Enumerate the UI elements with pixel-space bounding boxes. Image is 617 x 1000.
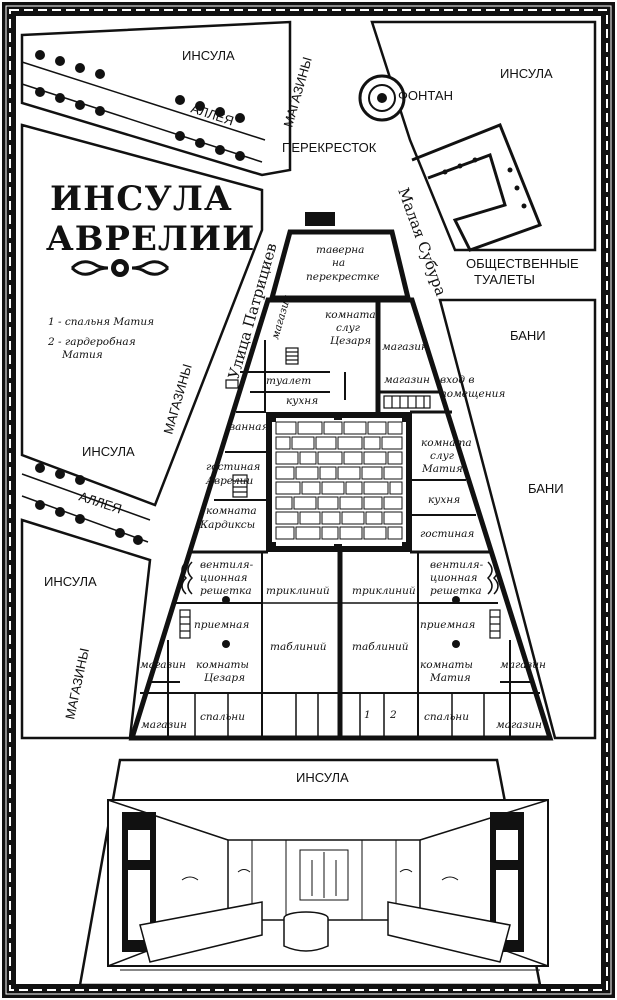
- label-toilets-line1: ОБЩЕСТВЕННЫЕ: [466, 256, 579, 271]
- room-tavern-l3: перекрестке: [306, 271, 379, 283]
- room-servants-caesar-l2: слуг: [336, 322, 361, 334]
- room-living-aurelia-l1: гостиная: [206, 461, 260, 473]
- room-shop-bottom-right: магазин: [496, 719, 542, 731]
- vent-grille-left: [181, 561, 194, 595]
- label-insula-tr: ИНСУЛА: [500, 66, 553, 81]
- label-crossroads: ПЕРЕКРЕСТОК: [282, 140, 377, 155]
- room-vent-left-l2: ционная: [200, 572, 248, 584]
- room-living-aurelia-l2: Аврелии: [205, 475, 253, 487]
- label-fountain: ФОНТАН: [398, 88, 453, 103]
- block-top-right: [370, 20, 597, 252]
- room-servants-caesar-l1: комната: [325, 309, 376, 321]
- room-shop-r2: магазин: [384, 374, 430, 386]
- block-right: [438, 298, 597, 740]
- room-shop-right: магазин: [500, 659, 546, 671]
- room-kitchen-top: кухня: [286, 395, 318, 407]
- public-toilets: [411, 123, 542, 252]
- courtyard: [266, 412, 412, 552]
- fountain-icon: [358, 74, 406, 122]
- label-insula-left: ИНСУЛА: [82, 444, 135, 459]
- room-tablinum-right: таблиний: [352, 641, 409, 653]
- room-tavern-l1: таверна: [316, 244, 364, 256]
- label-baths-1: БАНИ: [510, 328, 546, 343]
- room-vent-left-l1: вентиля-: [200, 559, 254, 571]
- room-triclinium-left: триклиний: [266, 585, 330, 597]
- insula-outline: [128, 212, 554, 741]
- vent-grille-right: [486, 561, 499, 595]
- room-vent-right-l1: вентиля-: [430, 559, 484, 571]
- title-ornament: [70, 259, 170, 277]
- room-living-right: гостиная: [420, 528, 474, 540]
- alley-top: [21, 50, 266, 163]
- room-reception-left: приемная: [194, 619, 249, 631]
- block-bottom: [78, 758, 542, 987]
- room-vent-left-l3: решетка: [200, 585, 252, 597]
- alley-mid: [21, 463, 151, 545]
- label-insula-bottom: ИНСУЛА: [296, 770, 349, 785]
- room-toilet: туалет: [266, 375, 311, 387]
- legend-item-2: 2 - гардеробная: [47, 336, 136, 348]
- label-toilets-line2: ТУАЛЕТЫ: [474, 272, 535, 287]
- label-insula-tl: ИНСУЛА: [182, 48, 235, 63]
- room-number-2: 2: [389, 709, 397, 721]
- room-matius-l1: комнаты: [420, 659, 473, 671]
- title-line2: АВРЕЛИИ: [46, 219, 255, 259]
- title-line1: ИНСУЛА: [50, 179, 233, 219]
- room-caesar-l2: Цезаря: [204, 672, 245, 684]
- room-matius-l2: Матия: [429, 672, 471, 684]
- label-baths-2: БАНИ: [528, 481, 564, 496]
- room-tavern-l2: на: [332, 257, 345, 269]
- room-caesar-l1: комнаты: [196, 659, 249, 671]
- block-top-left: [20, 20, 292, 177]
- room-entrance-l1: вход в: [440, 374, 474, 386]
- room-servants-matius-l1: комната: [421, 437, 472, 449]
- room-shop-r1: магазин: [382, 341, 428, 353]
- room-servants-caesar-l3: Цезаря: [330, 335, 371, 347]
- legend-item-2-cont: Матия: [61, 349, 103, 361]
- room-servants-matius-l3: Матия: [421, 463, 463, 475]
- room-number-1: 1: [364, 709, 371, 721]
- room-tablinum-left: таблиний: [270, 641, 327, 653]
- room-kardiksa-l1: комната: [206, 505, 257, 517]
- block-left: [20, 123, 264, 507]
- room-servants-matius-l2: слуг: [430, 450, 455, 462]
- city-blocks: [20, 20, 597, 987]
- label-insula-bl: ИНСУЛА: [44, 574, 97, 589]
- room-shop-bottom-left: магазин: [141, 719, 187, 731]
- columns: [222, 596, 460, 648]
- room-bedrooms-right: спальни: [424, 711, 469, 723]
- room-bedrooms-left: спальни: [200, 711, 245, 723]
- interior-perspective-illustration: [107, 799, 549, 971]
- legend-item-1: 1 - спальня Матия: [48, 316, 154, 328]
- room-kitchen-right: кухня: [428, 494, 460, 506]
- room-entrance-l2: помещения: [440, 388, 505, 400]
- stairs: [179, 347, 501, 639]
- room-reception-right: приемная: [420, 619, 475, 631]
- room-bath: ванная: [229, 421, 268, 433]
- interior-walls: [140, 298, 540, 738]
- room-vent-right-l3: решетка: [430, 585, 482, 597]
- room-kardiksa-l2: Кардиксы: [199, 519, 255, 531]
- room-shop-left: магазин: [140, 659, 186, 671]
- room-triclinium-right: триклиний: [352, 585, 416, 597]
- room-vent-right-l2: ционная: [430, 572, 478, 584]
